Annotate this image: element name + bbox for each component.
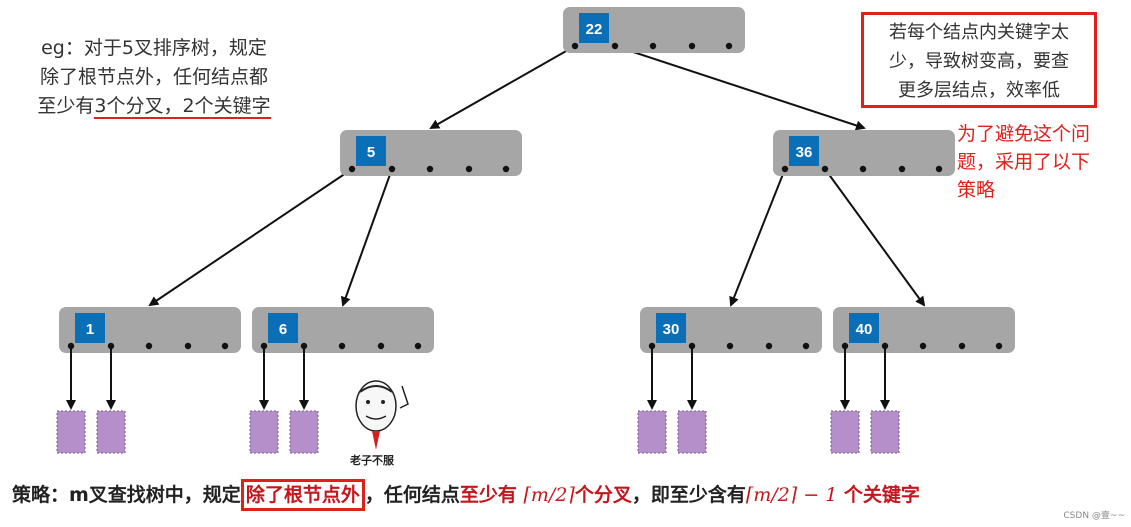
tree-node-right: 36 — [773, 130, 955, 176]
pointer-dot — [802, 342, 810, 350]
strategy-mid-2: ，即至少含有 — [631, 484, 746, 506]
tree-node-rl: 30 — [640, 307, 822, 353]
key-box — [356, 136, 386, 166]
pointer-dot — [958, 342, 966, 350]
example-line-3-pre: 至少有 — [37, 95, 95, 117]
example-line-3: 至少有3个分叉，2个关键字 — [14, 92, 294, 121]
pointer-dot — [388, 165, 396, 173]
strategy-statement: 策略：m叉查找树中，规定除了根节点外，任何结点至少有 ⌈m/2⌉个分叉，即至少含… — [12, 479, 920, 511]
meme-caption: 老子不服 — [350, 454, 394, 467]
pointer-dot — [935, 165, 943, 173]
problem-line-1: 若每个结点内关键字太 — [889, 22, 1069, 43]
strategy-highlight: 除了根节点外 — [240, 479, 365, 511]
pointer-dot — [338, 342, 346, 350]
key-box — [268, 313, 298, 343]
tree-edge — [148, 168, 353, 307]
pointer-dot — [348, 165, 356, 173]
tree-edge — [824, 168, 926, 307]
pointer-dot — [688, 42, 696, 50]
pointer-dot — [414, 342, 422, 350]
meme-face-icon — [355, 380, 409, 450]
solution-note: 为了避免这个问 题，采用了以下 策略 — [957, 120, 1127, 204]
node-key-label: 6 — [279, 321, 287, 338]
strategy-red-1: 至少有 — [459, 484, 517, 506]
pointer-dot — [859, 165, 867, 173]
problem-line-3: 更多层结点，效率低 — [898, 80, 1060, 101]
problem-box: 若每个结点内关键字太 少，导致树变高，要查 更多层结点，效率低 — [861, 12, 1097, 108]
pointer-dot — [426, 165, 434, 173]
key-box — [656, 313, 686, 343]
pointer-dot — [919, 342, 927, 350]
problem-line-2: 少，导致树变高，要查 — [889, 51, 1069, 72]
leaf-node — [830, 410, 860, 454]
pointer-dot — [726, 342, 734, 350]
leaf-node — [637, 410, 667, 454]
leaf-node — [289, 410, 319, 454]
leaf-node — [677, 410, 707, 454]
key-box — [789, 136, 819, 166]
key-box — [849, 313, 879, 343]
node-key-label: 22 — [586, 21, 603, 38]
pointer-dot — [502, 165, 510, 173]
solution-line-2: 题，采用了以下 — [957, 151, 1091, 173]
example-note: eg：对于5叉排序树，规定 除了根节点外，任何结点都 至少有3个分叉，2个关键字 — [14, 34, 294, 121]
strategy-red-3: 个关键字 — [843, 484, 920, 506]
example-line-3-underlined: 3个分叉，2个关键字 — [94, 95, 271, 119]
strategy-math-1: ⌈m/2⌉ — [523, 484, 575, 506]
tree-edge — [341, 168, 393, 307]
leaf-node — [96, 410, 126, 454]
pointer-dot — [184, 342, 192, 350]
leaf-nodes — [56, 346, 900, 454]
solution-line-1: 为了避免这个问 — [957, 123, 1091, 145]
leaf-node — [249, 410, 279, 454]
credit: CSDN @壹~~ — [1063, 511, 1125, 521]
strategy-math-2: ⌈m/2⌉ − 1 — [745, 484, 838, 506]
node-key-label: 5 — [367, 144, 375, 161]
pointer-dot — [725, 42, 733, 50]
strategy-mid-1: ，任何结点 — [364, 484, 460, 506]
pointer-dot — [898, 165, 906, 173]
tree-node-left: 5 — [340, 130, 522, 176]
example-line-1: eg：对于5叉排序树，规定 — [41, 37, 267, 59]
pointer-dot — [145, 342, 153, 350]
strategy-prefix: 策略：m叉查找树中，规定 — [12, 484, 241, 506]
tree-node-rr: 40 — [833, 307, 1015, 353]
strategy-red-2: 个分叉 — [574, 484, 632, 506]
node-key-label: 36 — [796, 144, 813, 161]
pointer-dot — [221, 342, 229, 350]
key-box — [75, 313, 105, 343]
tree-edge — [429, 45, 576, 129]
tree-edge — [614, 45, 866, 131]
pointer-dot — [611, 42, 619, 50]
tree-edges — [148, 45, 926, 307]
tree-edge — [729, 168, 786, 307]
pointer-dot — [995, 342, 1003, 350]
leaf-node — [56, 410, 86, 454]
pointer-dot — [377, 342, 385, 350]
leaf-node — [870, 410, 900, 454]
pointer-dot — [781, 165, 789, 173]
pointer-dot — [465, 165, 473, 173]
pointer-dot — [765, 342, 773, 350]
node-key-label: 1 — [86, 321, 94, 338]
example-line-2: 除了根节点外，任何结点都 — [39, 66, 268, 88]
key-box — [579, 13, 609, 43]
pointer-dot — [571, 42, 579, 50]
tree-node-ll: 1 — [59, 307, 241, 353]
tree-node-lr: 6 — [252, 307, 434, 353]
pointer-dot — [821, 165, 829, 173]
node-key-label: 40 — [856, 321, 873, 338]
pointer-dot — [649, 42, 657, 50]
tree-node-root: 22 — [563, 7, 745, 53]
solution-line-3: 策略 — [957, 179, 996, 201]
node-key-label: 30 — [663, 321, 680, 338]
tree-nodes: 22 5 36 1 6 30 40 — [59, 7, 1015, 353]
